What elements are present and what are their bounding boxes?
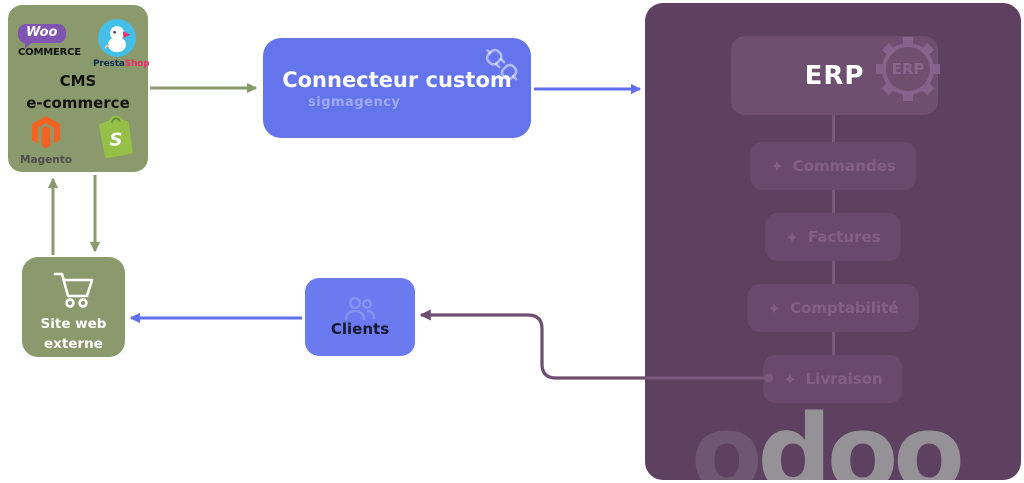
magento-logo: Magento [18,115,74,166]
woocommerce-wordmark: COMMERCE [18,47,81,58]
woocommerce-logo: Woo COMMERCE [18,21,81,58]
site-web-externe-box: Site web externe [22,257,125,357]
shopify-icon: S [98,113,136,163]
erp-item-label: Factures [807,228,881,246]
gear-label: ERP [892,60,925,78]
sigmagency-wordmark: sigmagency [308,95,401,110]
woocommerce-bubble-text: Woo [26,25,58,40]
cms-title: CMS e-commerce [8,71,148,115]
plug-icon [485,48,518,81]
erp-item-commandes: ✦ Commandes [750,142,916,190]
magento-wordmark: Magento [20,154,72,166]
sparkle-icon: ✦ [783,369,797,389]
clients-label: Clients [330,320,390,338]
erp-title: ERP [804,60,865,91]
erp-container: ERP ERP ✦ Commandes [645,3,1021,480]
site-label: Site web externe [41,314,107,355]
sparkle-icon: ✦ [767,298,781,318]
prestashop-mascot-icon [104,26,131,53]
sparkle-icon: ✦ [785,227,799,247]
connecteur-custom-box: Connecteur custom sigmagency [263,38,531,138]
connector-title: Connecteur custom [282,68,512,92]
prestashop-wordmark-shop: Shop [124,59,150,69]
magento-icon [31,116,61,149]
prestashop-wordmark: PrestaShop [93,59,150,69]
erp-item-label: Commandes [792,157,896,175]
odoo-logo-rest: doo [757,392,964,480]
odoo-logo-first-o: o [691,392,762,480]
woocommerce-icon: Woo [18,24,66,49]
users-icon [344,296,376,321]
arrow-livraison-to-clients [419,309,646,380]
cms-title-line1: CMS [59,72,97,90]
erp-item-factures: ✦ Factures [765,213,901,261]
cms-ecommerce-box: Woo COMMERCE PrestaShop CMS e-commerce [8,5,150,172]
erp-item-comptabilite: ✦ Comptabilité [747,284,919,332]
erp-header-box: ERP [731,36,938,115]
erp-item-label: Comptabilité [789,299,899,317]
prestashop-logo: PrestaShop [93,19,150,69]
prestashop-wordmark-presta: Presta [93,59,125,69]
sparkle-icon: ✦ [770,156,784,176]
prestashop-icon [98,19,136,57]
shopify-letter: S [110,130,123,151]
odoo-logo: odoo [691,401,965,480]
erp-item-livraison: ✦ Livraison [763,355,903,403]
gear-icon: ERP [876,37,940,101]
site-label-line1: Site web [40,316,107,332]
cms-title-line2: e-commerce [26,93,130,112]
clients-box: Clients [305,278,415,356]
site-label-line2: externe [44,336,103,353]
erp-item-label: Livraison [805,370,883,388]
cart-icon [53,272,93,308]
